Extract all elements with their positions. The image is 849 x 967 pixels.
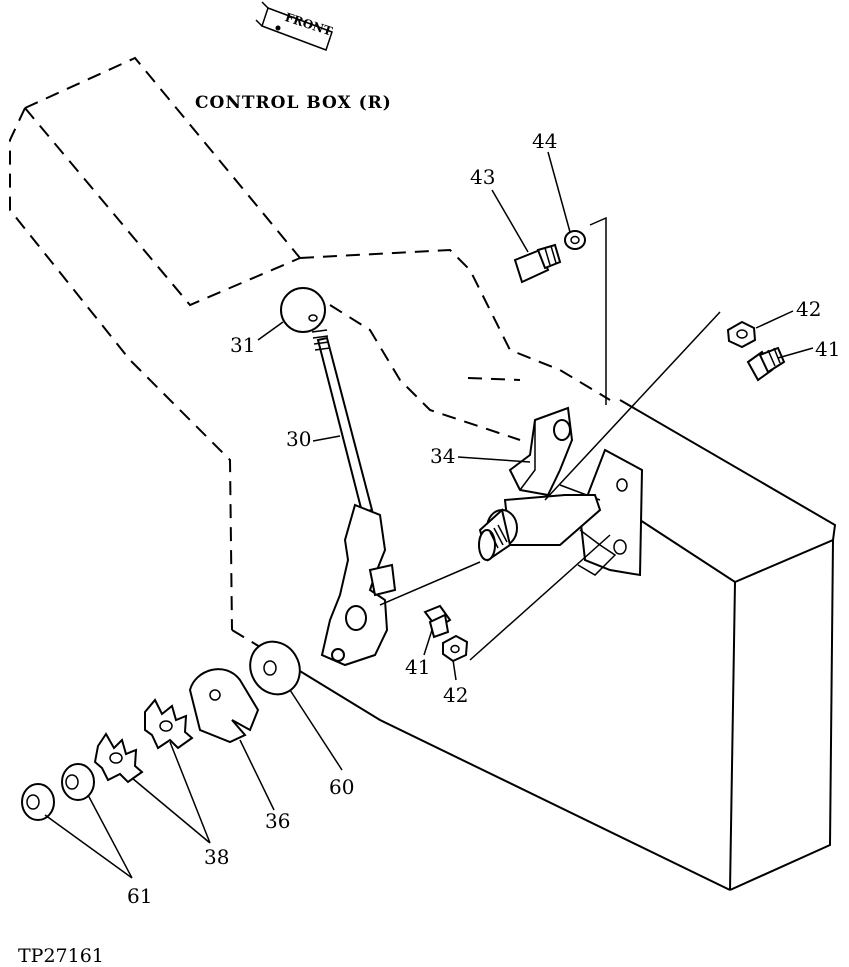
spacer-61-b [21,783,55,821]
callout-34: 34 [430,444,455,468]
front-indicator: FRONT [255,1,334,51]
bracket-34 [508,406,644,577]
nut-42-bottom [442,634,469,663]
callout-44: 44 [532,129,557,153]
lever-30 [311,329,397,667]
callout-36: 36 [265,809,290,833]
callout-60: 60 [329,775,354,799]
bolt-41-bottom [423,604,452,639]
front-label: FRONT [283,10,334,38]
assembly-lines [379,216,721,661]
knob-31 [280,287,326,333]
washer-60 [249,640,301,696]
diagram-title: CONTROL BOX (R) [195,93,392,113]
callout-31: 31 [230,333,255,357]
star-washer-38-a [144,698,194,750]
callout-43: 43 [470,165,495,189]
spacer-61-a [61,763,95,801]
pivot-shaft [478,494,602,562]
leader-lines [44,151,814,879]
callout-42-bottom: 42 [443,683,468,707]
bolt-41-top [746,346,786,382]
nut-42-top [726,320,757,349]
washer-44 [564,230,586,250]
callout-41-top: 41 [815,337,840,361]
plate-36 [188,668,260,744]
callout-61: 61 [127,884,152,908]
star-washer-38-b [93,732,144,784]
front-dot-icon [275,25,281,31]
callout-30: 30 [286,427,311,451]
figure-id: TP27161 [18,945,104,967]
callout-38: 38 [204,845,229,869]
callout-41-bottom: 41 [405,655,430,679]
callout-42-top: 42 [796,297,821,321]
bolt-43 [513,243,562,284]
control-box-outline [9,56,611,666]
